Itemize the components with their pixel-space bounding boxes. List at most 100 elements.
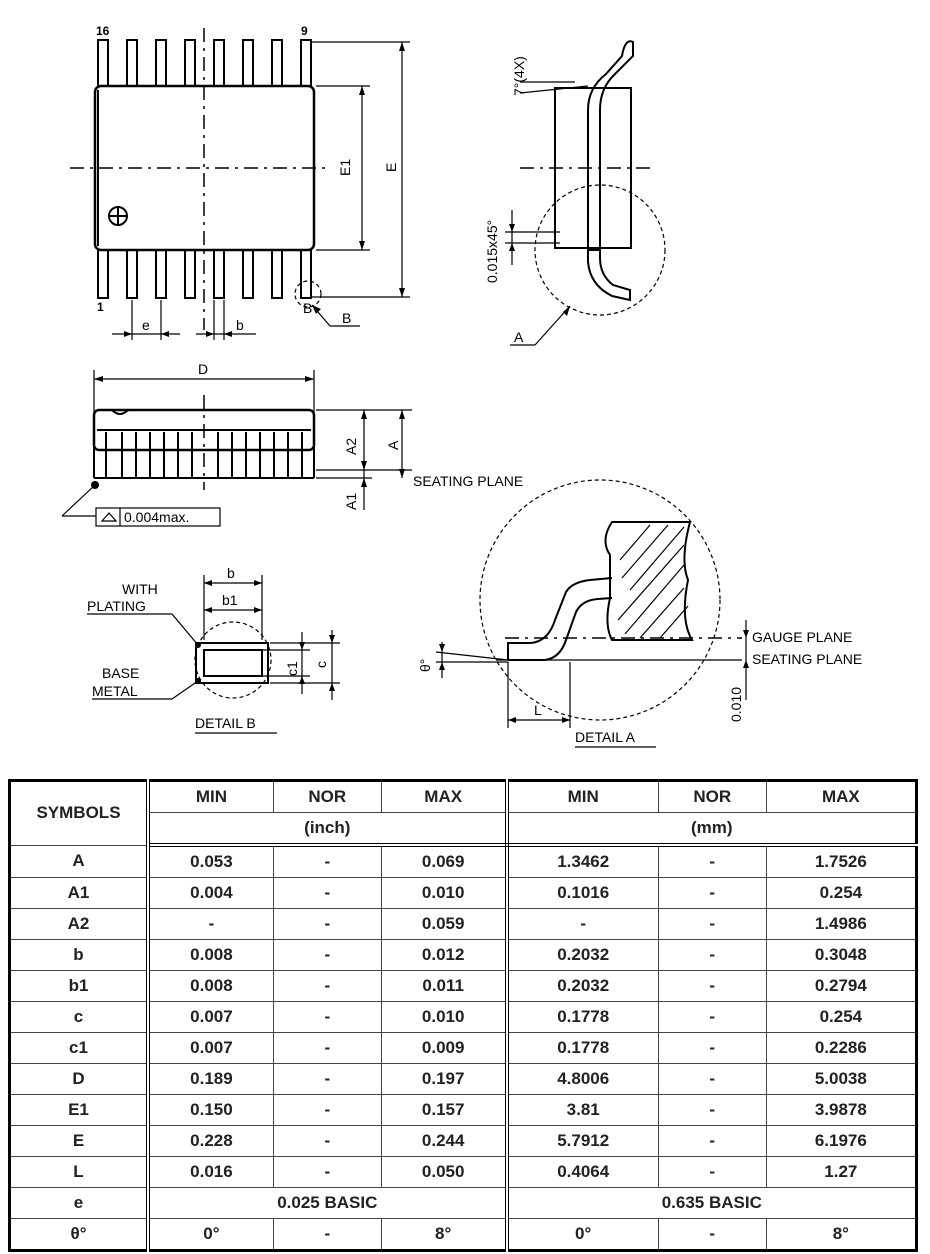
table-cell: 5.7912 <box>506 1125 659 1157</box>
dim-e1-label: E1 <box>337 159 353 176</box>
table-cell-symbol: b1 <box>9 970 150 1002</box>
table-cell: 0.4064 <box>506 1156 659 1188</box>
table-cell: - <box>657 1032 767 1064</box>
table-cell: 0.197 <box>380 1063 509 1095</box>
table-cell: 0.2794 <box>765 970 918 1002</box>
table-cell: 0.059 <box>380 908 509 940</box>
table-cell: - <box>272 970 382 1002</box>
end-view: 7°(4X) 0.015x45° A <box>484 40 666 346</box>
table-cell-symbol: D <box>9 1063 150 1095</box>
table-cell-symbol: A2 <box>9 908 150 940</box>
angle-7-label: 7°(4X) <box>511 56 527 96</box>
table-cell: 1.4986 <box>765 908 918 940</box>
table-cell: 0° <box>147 1218 274 1251</box>
table-cell: 0.008 <box>147 970 274 1002</box>
hatch <box>617 524 689 639</box>
table-cell: 0.053 <box>147 844 274 878</box>
table-cell: - <box>657 1125 767 1157</box>
front-leads <box>93 432 315 479</box>
table-cell: - <box>272 844 382 878</box>
table-cell: 0.157 <box>380 1094 509 1126</box>
table-cell-symbol: E1 <box>9 1094 150 1126</box>
dim-a1-label: A1 <box>343 493 359 510</box>
dim-b-label: b <box>236 317 244 333</box>
table-row-e: e 0.025 BASIC 0.635 BASIC <box>9 1187 917 1219</box>
ref-b-label: B <box>342 310 351 326</box>
detail-b: b b1 WITH PLATING BASE METAL c1 c DETAIL… <box>87 565 340 734</box>
table-cell: 0.016 <box>147 1156 274 1188</box>
table-cell: 0.004 <box>147 877 274 909</box>
col-inch-nor: NOR <box>272 780 382 813</box>
table-cell: 0.2286 <box>765 1032 918 1064</box>
table-cell: - <box>657 970 767 1002</box>
table-cell: 0.244 <box>380 1125 509 1157</box>
chamfer-label: 0.015x45° <box>484 220 500 283</box>
table-cell: 0.009 <box>380 1032 509 1064</box>
pin-16-label: 16 <box>96 24 110 38</box>
table-cell: 0.069 <box>380 844 509 878</box>
table-cell: - <box>272 1156 382 1188</box>
table-cell: 0.010 <box>380 1001 509 1033</box>
pin-1-label: 1 <box>97 300 104 314</box>
seating-plane-label: SEATING PLANE <box>413 473 523 489</box>
col-inch-max: MAX <box>380 780 509 813</box>
table-cell: 0.254 <box>765 877 918 909</box>
table-cell: - <box>147 908 274 940</box>
gauge-plane-label: GAUGE PLANE <box>752 629 852 645</box>
col-mm-min: MIN <box>506 780 659 813</box>
table-cell: 0.011 <box>380 970 509 1002</box>
table-cell: - <box>272 908 382 940</box>
table-cell: 3.81 <box>506 1094 659 1126</box>
table-cell-symbol: E <box>9 1125 150 1157</box>
table-cell: 0.2032 <box>506 939 659 971</box>
table-cell: 8° <box>765 1218 918 1251</box>
dim-e-total-label: E <box>383 163 399 172</box>
theta-label: θ° <box>417 659 433 672</box>
table-cell: 0.3048 <box>765 939 918 971</box>
detail-b-b1-label: b1 <box>222 592 238 608</box>
detail-a-title: DETAIL A <box>575 729 636 745</box>
table-cell: - <box>657 877 767 909</box>
table-cell: 1.7526 <box>765 844 918 878</box>
detail-a: GAUGE PLANE SEATING PLANE 0.010 θ° L DET… <box>417 479 862 748</box>
table-cell: 0.012 <box>380 939 509 971</box>
table-cell: - <box>657 1218 767 1251</box>
table-cell: 0.254 <box>765 1001 918 1033</box>
table-cell: - <box>657 939 767 971</box>
table-cell: 0.007 <box>147 1001 274 1033</box>
base-label: BASE <box>102 665 139 681</box>
gauge-label: 0.010 <box>728 687 744 722</box>
table-cell: 0° <box>506 1218 659 1251</box>
unit-mm: (mm) <box>506 812 917 847</box>
detail-b-c-label: c <box>313 661 329 668</box>
table-cell: - <box>657 844 767 878</box>
front-view: D 0.00 <box>61 361 523 527</box>
table-cell: - <box>657 1156 767 1188</box>
col-mm-nor: NOR <box>657 780 767 813</box>
table-cell: 0.008 <box>147 939 274 971</box>
col-mm-max: MAX <box>765 780 918 813</box>
table-cell: 5.0038 <box>765 1063 918 1095</box>
table-cell: - <box>272 1218 382 1251</box>
with-label: WITH <box>122 581 158 597</box>
table-cell: - <box>272 1125 382 1157</box>
table-cell: - <box>657 908 767 940</box>
unit-inch: (inch) <box>147 812 509 847</box>
table-cell: 1.27 <box>765 1156 918 1188</box>
detail-b-b-label: b <box>227 565 235 581</box>
table-cell: 0.1016 <box>506 877 659 909</box>
table-cell-symbol: θ° <box>9 1218 150 1251</box>
col-inch-min: MIN <box>147 780 274 813</box>
table-cell-symbol: A <box>9 844 150 878</box>
ref-a-label: A <box>514 329 524 345</box>
table-cell: - <box>272 877 382 909</box>
